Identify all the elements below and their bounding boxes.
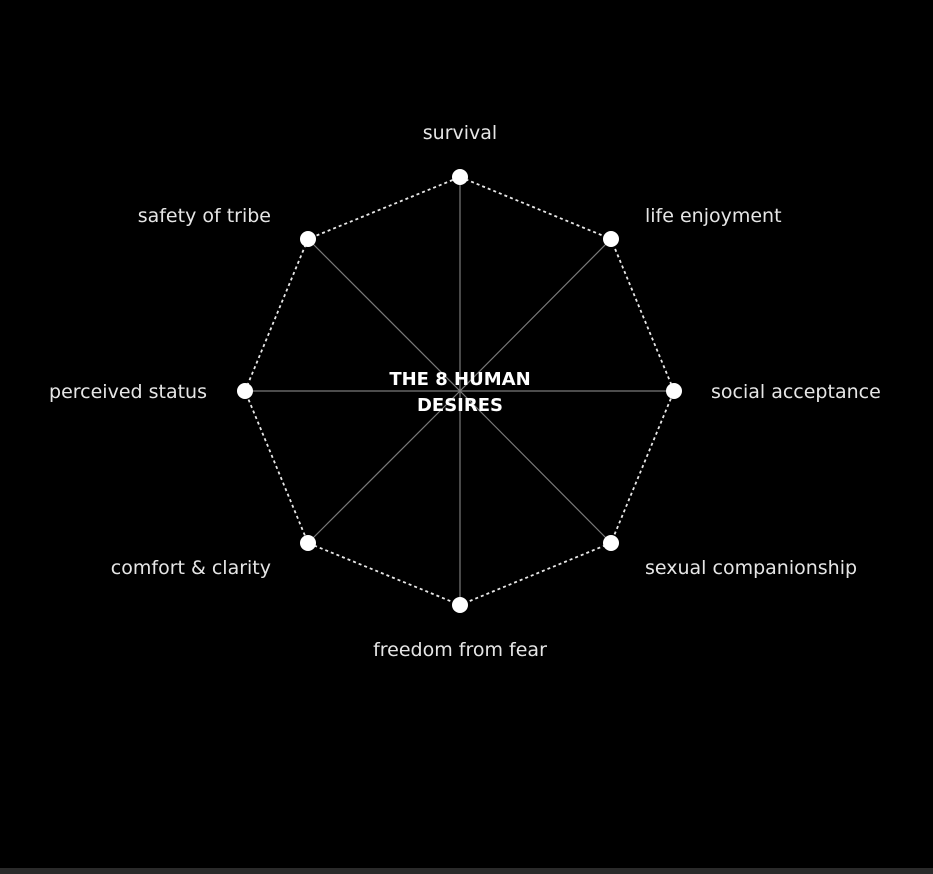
- spokes-group: [245, 177, 674, 605]
- node-survival: [452, 169, 468, 185]
- spoke-life-enjoyment: [459, 238, 612, 392]
- node-comfort-clarity: [300, 535, 316, 551]
- node-life-enjoyment: [603, 231, 619, 247]
- label-survival: survival: [423, 122, 497, 144]
- label-perceived-status: perceived status: [49, 381, 207, 403]
- bottom-border: [0, 868, 933, 874]
- spoke-sexual-companionship: [459, 390, 612, 544]
- spoke-safety-of-tribe: [307, 238, 461, 392]
- node-freedom-from-fear: [452, 597, 468, 613]
- node-social-acceptance: [666, 383, 682, 399]
- center-title-line-1: THE 8 HUMAN: [389, 369, 530, 390]
- node-sexual-companionship: [603, 535, 619, 551]
- label-freedom-from-fear: freedom from fear: [373, 639, 547, 661]
- label-life-enjoyment: life enjoyment: [645, 205, 782, 227]
- label-social-acceptance: social acceptance: [711, 381, 881, 403]
- node-safety-of-tribe: [300, 231, 316, 247]
- center-title-line-2: DESIRES: [417, 395, 503, 416]
- label-sexual-companionship: sexual companionship: [645, 557, 857, 579]
- nodes-group: [237, 169, 682, 613]
- center-title: THE 8 HUMAN DESIRES: [389, 369, 530, 416]
- spoke-comfort-clarity: [307, 390, 461, 544]
- label-comfort-clarity: comfort & clarity: [111, 557, 271, 579]
- node-perceived-status: [237, 383, 253, 399]
- labels-group: survival life enjoyment social acceptance s…: [49, 122, 881, 661]
- label-safety-of-tribe: safety of tribe: [138, 205, 271, 227]
